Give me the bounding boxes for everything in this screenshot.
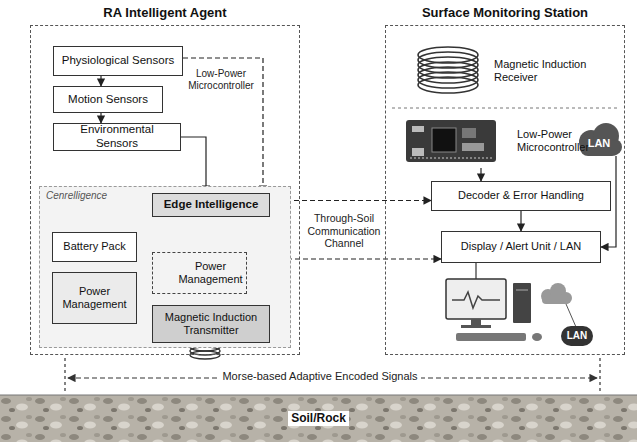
soil-band xyxy=(0,395,637,442)
computer-station xyxy=(446,263,576,341)
power-box: Power Management xyxy=(152,252,247,294)
process-box: Edge Intelligence xyxy=(152,193,270,217)
sensor-box: Physiological Sensors xyxy=(53,46,183,76)
process-box: Decoder & Error Handling xyxy=(431,181,611,211)
node-label: Magnetic Induction Transmitter xyxy=(157,311,265,337)
node-label: Soil/Rock xyxy=(288,411,349,425)
node-label: LAN xyxy=(567,330,588,342)
node-label: Display / Alert Unit / LAN xyxy=(461,240,581,253)
connector xyxy=(520,211,521,231)
annotation-label: Morse-based Adaptive Encoded Signals xyxy=(219,370,420,382)
node-label: Power Management xyxy=(57,285,132,311)
node-label: Environmental Sensors xyxy=(58,123,176,151)
node-label: Low-Power Microcontroller xyxy=(517,128,593,154)
node-label: Physiological Sensors xyxy=(62,54,175,68)
process-box: Power Management xyxy=(52,272,137,324)
receiver-coil xyxy=(418,47,478,93)
connector xyxy=(100,76,101,86)
agent-panel: RA Intelligent AgentPhysiological Sensor… xyxy=(30,25,300,355)
node-label: Motion Sensors xyxy=(68,93,148,107)
lan-badge: LAN xyxy=(561,326,593,346)
node-label: Decoder & Error Handling xyxy=(458,189,584,202)
panel-heading: Surface Monitoring Station xyxy=(386,5,624,21)
receiver-node: Magnetic Induction Receiver xyxy=(416,38,606,104)
intelligence-region: CenrelligenceEdge IntelligenceBattery Pa… xyxy=(39,186,291,348)
sensor-box: Motion Sensors xyxy=(53,86,163,113)
microcontroller-node: Low-Power Microcontroller xyxy=(401,114,593,168)
node-label: Magnetic Induction Receiver xyxy=(494,58,606,84)
node-label: LAN xyxy=(588,137,611,150)
connector xyxy=(181,137,206,193)
node-label: Edge Intelligence xyxy=(164,198,259,212)
circuit-board xyxy=(406,120,496,162)
sensor-box: Environmental Sensors xyxy=(53,123,181,151)
connector xyxy=(100,113,101,123)
span-arrow xyxy=(65,358,600,392)
edge-label: Through-Soil Communication Channel xyxy=(308,212,381,249)
panel-heading: RA Intelligent Agent xyxy=(31,5,299,21)
node-label: Power Management xyxy=(175,260,246,286)
node-label: Battery Pack xyxy=(63,240,125,253)
connector xyxy=(270,200,431,201)
annotation-label: Low-Power Microcontroller xyxy=(188,68,254,91)
lan-cloud-node: LAN xyxy=(576,124,622,156)
node-label: Cenrelligence xyxy=(46,190,107,202)
soil-band: Soil/Rock xyxy=(0,395,637,442)
battery-box: Battery Pack xyxy=(52,232,137,262)
connector xyxy=(183,58,263,193)
process-box: Display / Alert Unit / LAN xyxy=(441,231,601,263)
connector xyxy=(480,168,481,181)
transmitter-box: Magnetic Induction Transmitter xyxy=(152,305,270,343)
station-panel: Surface Monitoring StationMagnetic Induc… xyxy=(385,25,625,355)
